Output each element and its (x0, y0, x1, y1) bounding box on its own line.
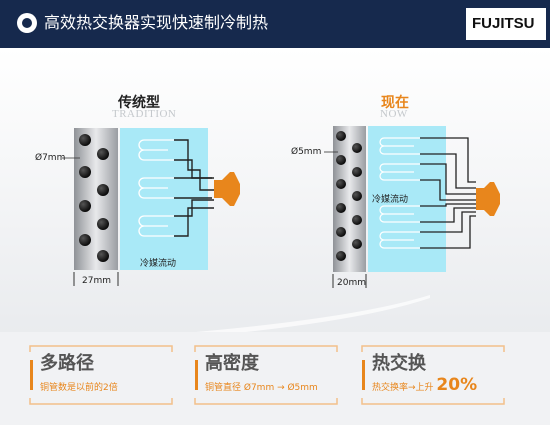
traditional-flow-label: 冷媒流动 (140, 259, 177, 269)
card-title: 高密度 (205, 353, 259, 374)
traditional-label: 传统型 (118, 95, 160, 111)
card-subtitle: 铜管直径 Ø7mm → Ø5mm (205, 383, 318, 393)
traditional-distributor-icon (214, 172, 240, 206)
current-label-en: NOW (380, 108, 408, 120)
current-label: 现在 (381, 95, 409, 111)
current-tube-diameter: Ø5mm (291, 147, 322, 157)
current-thickness: 20mm (337, 278, 366, 288)
feature-card-density: 高密度 铜管直径 Ø7mm → Ø5mm (195, 345, 335, 405)
feature-card-heat-exchange: 热交换 热交换率→上升 20% (362, 345, 502, 405)
traditional-tube-diameter: Ø7mm (35, 153, 66, 163)
card-title: 多路径 (40, 353, 94, 374)
current-flow-label: 冷媒流动 (372, 195, 409, 205)
card-subtitle: 热交换率→上升 20% (372, 375, 477, 395)
traditional-label-en: TRADITION (112, 108, 177, 120)
traditional-coolant-paths (138, 139, 174, 237)
page-title: 高效热交换器实现快速制冷制热 (44, 13, 269, 32)
card-title: 热交换 (372, 353, 426, 374)
header-bar: 高效热交换器实现快速制冷制热 FUJITSU (0, 0, 550, 48)
feature-card-multipath: 多路径 铜管数是以前的2倍 (30, 345, 170, 405)
tube-circles (79, 134, 109, 262)
feature-strip (0, 332, 550, 425)
current-pipes (420, 137, 476, 249)
card-subtitle-prefix: 热交换率→上升 (372, 383, 434, 393)
card-subtitle-value: 20% (436, 375, 478, 395)
traditional-coolant-area (120, 128, 208, 270)
bullet-icon (17, 13, 37, 33)
tube-circles (336, 131, 362, 261)
traditional-pipes (174, 139, 214, 237)
traditional-fin (74, 128, 118, 270)
card-subtitle: 铜管数是以前的2倍 (40, 383, 118, 393)
current-coolant-paths (379, 137, 420, 249)
traditional-thickness: 27mm (82, 276, 111, 286)
current-fin (333, 126, 366, 272)
brand-logo: FUJITSU (466, 8, 546, 40)
current-distributor-icon (476, 182, 500, 216)
